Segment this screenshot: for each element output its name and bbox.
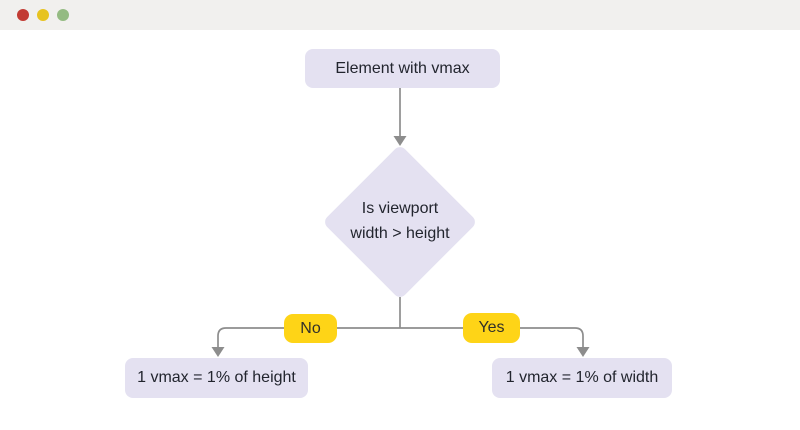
node-result-width: 1 vmax = 1% of width: [492, 358, 672, 398]
edge-yes-branch: [400, 327, 584, 347]
node-decision-label: Is viewport width > height: [350, 200, 450, 242]
arrowhead-result-width: [576, 347, 590, 357]
node-result-height: 1 vmax = 1% of height: [125, 358, 308, 398]
arrowhead-decision: [393, 136, 407, 146]
flow-connectors: [211, 88, 590, 357]
edge-no-branch: [217, 327, 400, 347]
flowchart-canvas: Element with vmax Is viewport width > he…: [0, 30, 800, 430]
window-titlebar: [0, 0, 800, 30]
arrowhead-result-height: [211, 347, 225, 357]
zoom-button[interactable]: [57, 9, 69, 21]
node-start: Element with vmax: [305, 49, 500, 88]
close-button[interactable]: [17, 9, 29, 21]
edge-label-yes: Yes: [463, 313, 520, 343]
minimize-button[interactable]: [37, 9, 49, 21]
edge-label-no: No: [284, 314, 337, 343]
